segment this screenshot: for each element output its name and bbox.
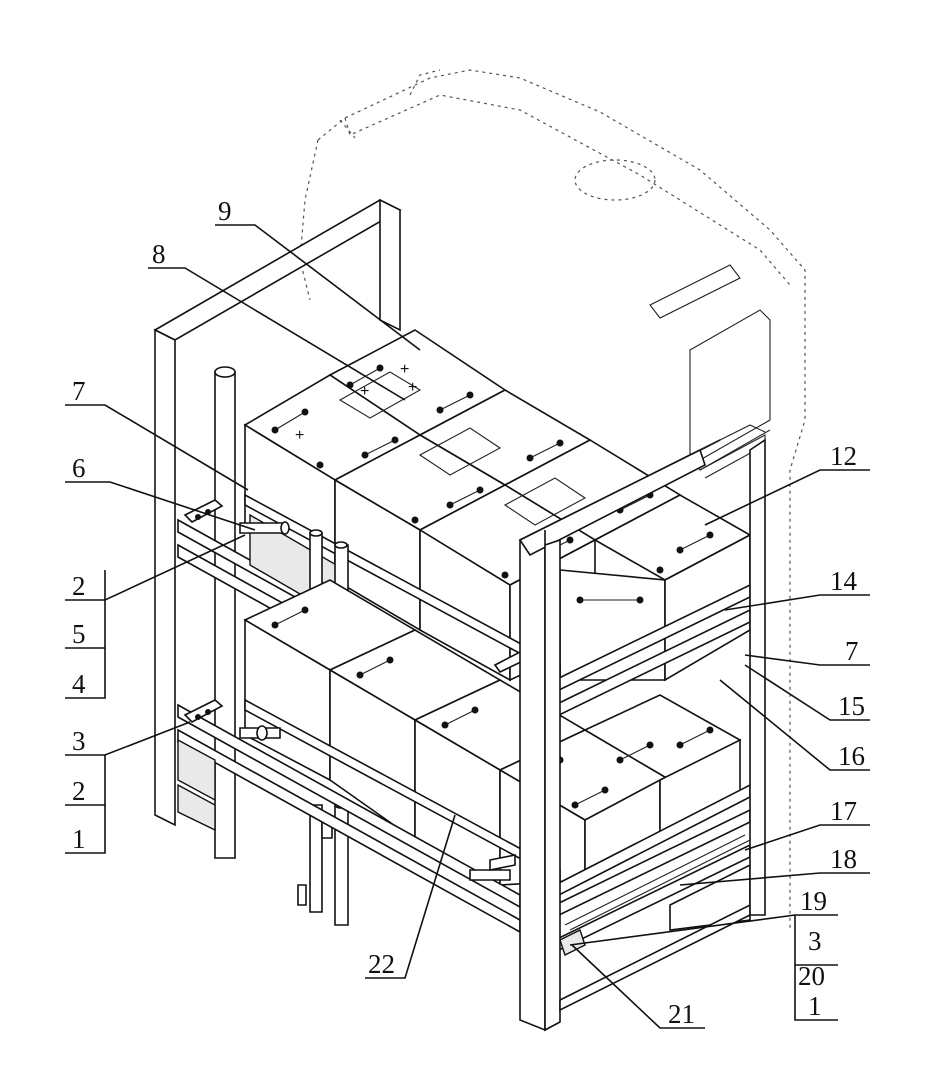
svg-text:+: + xyxy=(408,379,417,396)
svg-text:+: + xyxy=(295,427,304,444)
label-21: 21 xyxy=(668,999,695,1029)
left-standpipe xyxy=(214,366,236,859)
label-1-left: 1 xyxy=(72,824,86,854)
label-14: 14 xyxy=(830,566,858,596)
label-2-upper: 2 xyxy=(72,571,86,601)
label-5: 5 xyxy=(72,619,86,649)
label-3-right: 3 xyxy=(808,926,822,956)
label-19: 19 xyxy=(800,886,827,916)
rear-frame xyxy=(153,198,402,827)
label-7-left: 7 xyxy=(72,376,86,406)
label-12: 12 xyxy=(830,441,857,471)
label-3-left: 3 xyxy=(72,726,86,756)
label-2-lower: 2 xyxy=(72,776,86,806)
front-right-post xyxy=(518,424,766,1032)
svg-text:+: + xyxy=(360,383,369,400)
reference-labels: 9 8 7 6 2 5 4 3 2 1 12 14 7 15 16 17 18 … xyxy=(72,196,865,1029)
label-15: 15 xyxy=(838,691,865,721)
label-8: 8 xyxy=(152,239,166,269)
svg-text:+: + xyxy=(400,361,409,378)
label-20: 20 xyxy=(798,961,825,991)
label-4: 4 xyxy=(72,669,86,699)
label-6: 6 xyxy=(72,453,86,483)
label-9: 9 xyxy=(218,196,232,226)
label-7-right: 7 xyxy=(845,636,859,666)
label-17: 17 xyxy=(830,796,857,826)
label-16: 16 xyxy=(838,741,865,771)
label-18: 18 xyxy=(830,844,857,874)
label-1-right: 1 xyxy=(808,991,822,1021)
label-22: 22 xyxy=(368,949,395,979)
leader-lines xyxy=(65,224,870,1029)
